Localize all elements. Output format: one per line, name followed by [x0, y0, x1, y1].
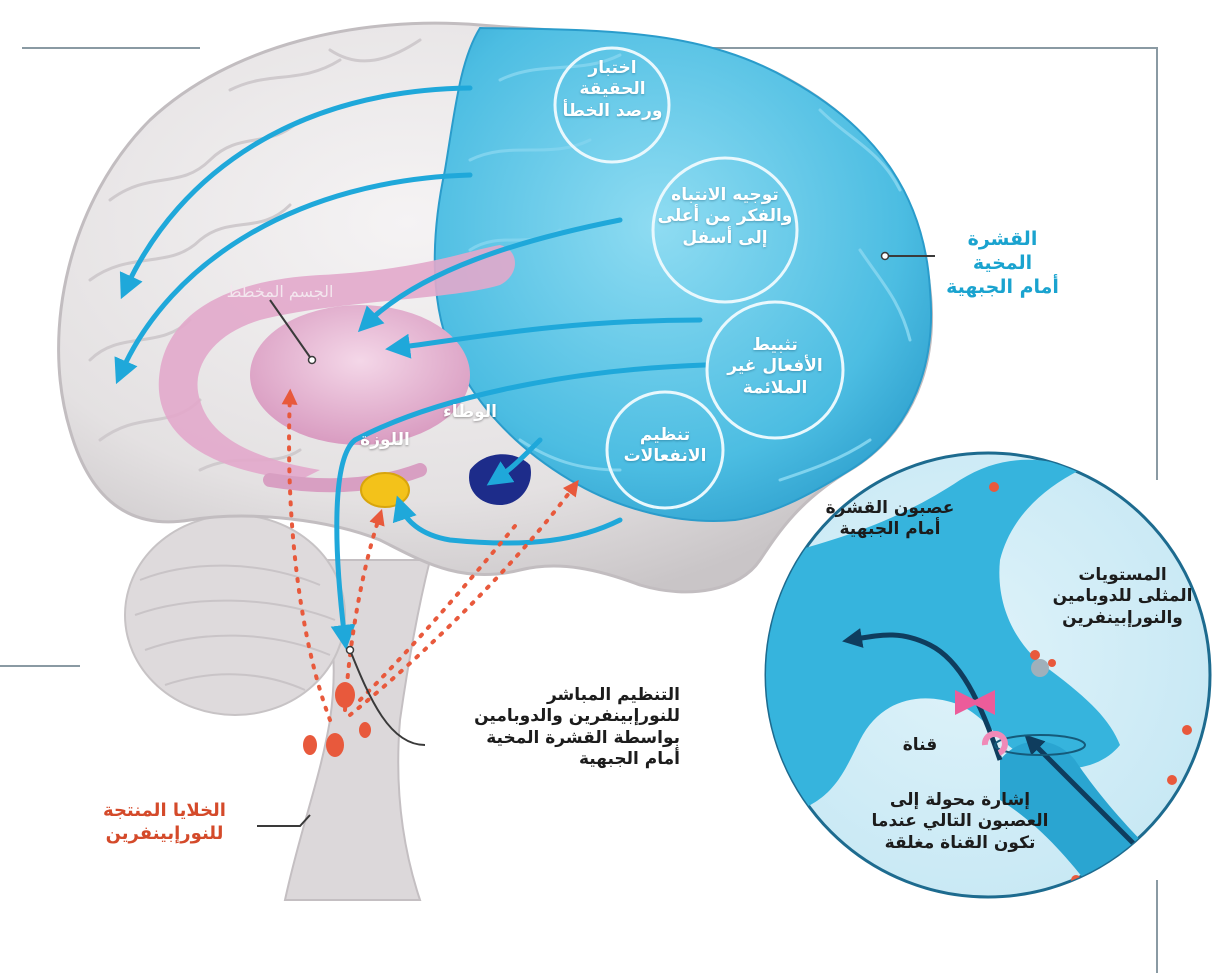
neurotransmitter-1 [1031, 659, 1049, 677]
label-channel: قناة [890, 735, 950, 756]
label-signal-transmitted: إشارة محولة إلى العصبون التالي عندما تكو… [870, 790, 1050, 854]
label-inhibition: تثبيط الأفعال غير الملائمة [715, 335, 835, 399]
label-amygdala: اللوزة [355, 430, 415, 451]
label-hypothalamus: الوطاء [430, 402, 510, 423]
label-emotion-regulation: تنظيم الانفعالات [610, 425, 720, 468]
label-prefrontal-cortex: القشرة المخية أمام الجبهية [935, 228, 1070, 299]
label-norepinephrine-cells: الخلايا المنتجة للنورإبينفرين [82, 800, 247, 845]
striatum-body [250, 305, 470, 445]
label-reality-testing: اختبار الحقيقة ورصد الخطأ [555, 58, 670, 122]
cerebellum [125, 515, 345, 715]
label-attention: توجيه الانتباه والفكر من أعلى إلى أسفل [650, 185, 800, 249]
label-striatum: الجسم المخطط [205, 282, 355, 302]
neurotransmitter-2 [1048, 659, 1056, 667]
amygdala [361, 473, 409, 507]
label-pfc-neuron: عصبون القشرة أمام الجبهية [825, 498, 955, 541]
label-direct-regulation: التنظيم المباشر للنورإبينفرين والدوبامين… [430, 685, 680, 770]
label-optimal-levels: المستويات المثلى للدوبامين والنورإبينفري… [1040, 565, 1205, 629]
